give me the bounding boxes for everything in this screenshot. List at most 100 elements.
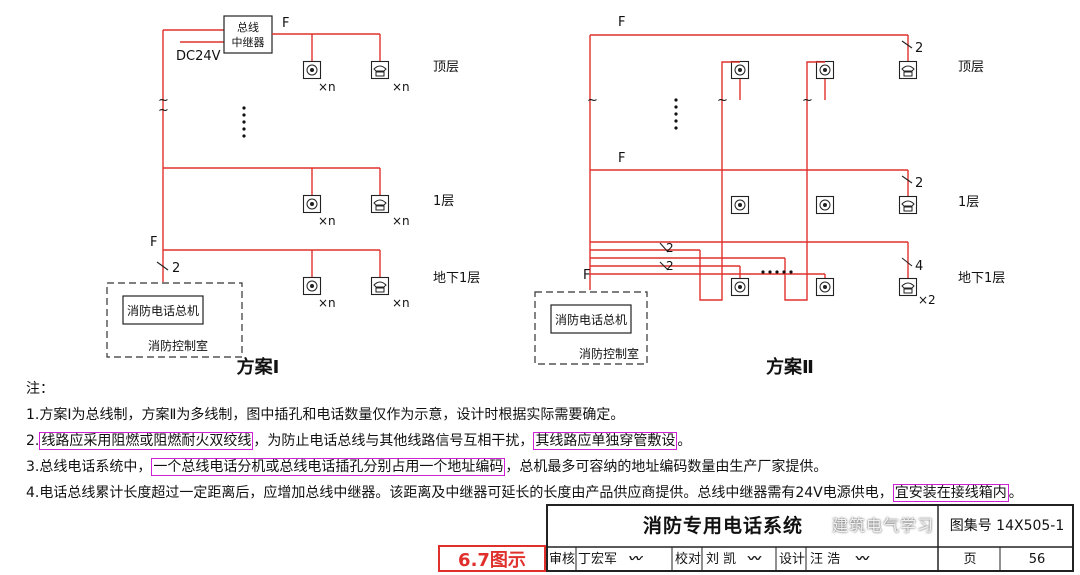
ellipsis-dots [242, 106, 246, 138]
jack-line [784, 79, 826, 301]
highlight-box: 其线路应单独穿管敷设 [533, 432, 678, 450]
host-box [122, 295, 204, 325]
count-tick [156, 261, 169, 271]
note-text: 。 [1008, 485, 1023, 501]
highlight-box: 一个总线电话分机或总线电话插孔分别占用一个地址编码 [151, 458, 506, 476]
scheme1-caption: 方案Ⅰ [237, 356, 280, 378]
phone-icon [898, 195, 918, 215]
repeater-label-2: 中继器 [232, 36, 265, 49]
jack-line [699, 79, 741, 301]
host-box [550, 304, 632, 334]
note-2: 2.线路应采用阻燃或阻燃耐火双绞线，为防止电话总线与其他线路信号互相干扰，其线路… [26, 428, 1026, 454]
count-tick [659, 242, 669, 253]
design-label: 设计 [778, 552, 805, 567]
notes-heading: 注： [26, 381, 54, 397]
mult-label: ×2 [918, 293, 936, 307]
note-1: 1.方案Ⅰ为总线制，方案Ⅱ为多线制，图中插孔和电话数量仅作为示意，设计时根据实际… [26, 407, 625, 423]
phone-icon [370, 194, 390, 214]
design-name: 汪 浩 [810, 552, 841, 567]
room-label: 消防控制室 [148, 338, 208, 353]
note-text: ，为防止电话总线与其他线路信号互相干扰， [253, 433, 534, 449]
note-text: 4.电话总线累计长度超过一定距离后，应增加总线中继器。该距离及中继器可延长的长度… [26, 485, 893, 501]
jack-icon [302, 60, 322, 80]
drawing-title: 消防专用电话系统 [642, 515, 803, 537]
ellipsis-dots [674, 98, 678, 130]
break-mark: ~ [158, 93, 169, 108]
page-number: 56 [1028, 552, 1046, 567]
design-signature: 〰 [856, 552, 870, 567]
wire-f-label: F [618, 15, 625, 30]
break-mark: ~ [802, 93, 813, 108]
phone-icon [370, 276, 390, 296]
scheme2-diagram: F 2 顶层 ~ ~ ~ F 2 1层 [534, 15, 1005, 378]
check-name: 刘 凯 [706, 552, 737, 567]
wire-f-label: F [618, 151, 625, 166]
jack-line-top [721, 61, 740, 79]
break-mark: ~ [587, 93, 598, 108]
mult-label: ×n [392, 80, 410, 94]
review-label: 审核 [548, 552, 575, 567]
floor-label-1: 1层 [433, 194, 454, 209]
count-tick [659, 261, 669, 271]
highlight-box: 宜安装在接线箱内 [892, 484, 1009, 502]
bus-repeater-box [223, 15, 273, 54]
drawing-number: 图集号 14X505-1 [949, 518, 1065, 534]
note-text: ，总机最多可容纳的地址编码数量由生产厂家提供。 [505, 459, 828, 475]
phone-icon [898, 277, 918, 297]
review-name: 丁宏军 [578, 552, 618, 567]
figure-label: 6.7图示 [438, 545, 546, 572]
count-label: 2 [915, 41, 923, 56]
count-label: 2 [666, 259, 674, 273]
mult-label: ×n [318, 214, 336, 228]
repeater-label-1: 总线 [237, 20, 259, 34]
note-text: 3.总线电话系统中， [26, 459, 152, 475]
floor-label-b1: 地下1层 [958, 271, 1005, 286]
host-label: 消防电话总机 [555, 312, 627, 327]
control-room-boundary [106, 282, 243, 358]
floor-label-b1: 地下1层 [433, 271, 480, 286]
jack-icon [302, 276, 322, 296]
title-block [546, 504, 1074, 572]
note-3: 3.总线电话系统中，一个总线电话分机或总线电话插孔分别占用一个地址编码，总机最多… [26, 454, 1026, 480]
count-tick [901, 175, 913, 184]
wire-f-label: F [583, 268, 590, 283]
jack-icon [730, 195, 750, 215]
highlight-box: 线路应采用阻燃或阻燃耐火双绞线 [39, 432, 254, 450]
count-label: 2 [915, 176, 923, 191]
jack-icon [815, 277, 835, 297]
jack-line-top [806, 61, 825, 79]
jack-icon [302, 194, 322, 214]
check-label: 校对 [674, 552, 701, 567]
jack-icon [815, 195, 835, 215]
break-mark: ~ [158, 103, 169, 118]
mult-label: ×n [318, 80, 336, 94]
note-4: 4.电话总线累计长度超过一定距离后，应增加总线中继器。该距离及中继器可延长的长度… [26, 480, 1026, 506]
review-signature: 〰 [628, 552, 642, 567]
watermark: 建筑电气学习 [832, 516, 935, 535]
mult-label: ×n [392, 296, 410, 310]
check-signature: 〰 [748, 552, 762, 567]
phone-icon [370, 60, 390, 80]
ellipsis-dots [761, 270, 793, 274]
count-tick [901, 257, 913, 267]
count-tick [901, 40, 913, 49]
note-text: 。 [677, 433, 692, 449]
count-label: 2 [172, 261, 180, 276]
dc24v-label: DC24V [176, 49, 221, 64]
jack-icon [730, 60, 750, 80]
jack-icon [815, 60, 835, 80]
page-label: 页 [963, 552, 977, 567]
notes-block: 注： 1.方案Ⅰ为总线制，方案Ⅱ为多线制，图中插孔和电话数量仅作为示意，设计时根… [26, 376, 1026, 506]
phone-icon [898, 60, 918, 80]
floor-label-top: 顶层 [958, 60, 984, 75]
wire-f-label: F [150, 235, 157, 250]
control-room-boundary [534, 291, 648, 365]
floor-label-1: 1层 [958, 195, 979, 210]
room-label: 消防控制室 [579, 346, 639, 361]
count-label: 2 [666, 241, 674, 255]
host-label: 消防电话总机 [127, 303, 199, 318]
break-mark: ~ [717, 93, 728, 108]
count-label: 4 [915, 259, 923, 274]
